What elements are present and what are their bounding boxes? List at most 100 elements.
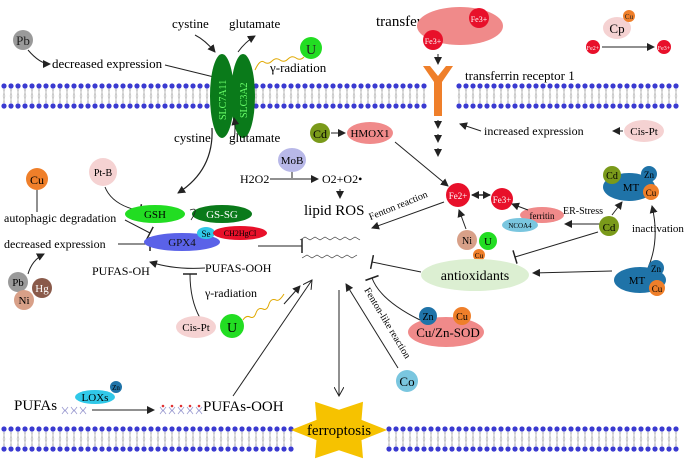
lipid-head <box>484 83 490 89</box>
lipid-head <box>274 426 280 432</box>
lipid-tail <box>646 88 650 97</box>
lipid-head <box>547 426 553 432</box>
lipid-tail <box>541 88 545 97</box>
lipid-tail <box>576 438 580 447</box>
lipid-tail <box>457 95 461 104</box>
cu-mt-top-label: Cu <box>646 188 657 198</box>
lipid-head <box>463 446 469 452</box>
lipid-tail <box>156 438 160 447</box>
lipid-tail <box>198 95 202 104</box>
lipid-tail <box>387 95 391 104</box>
co-node <box>396 370 418 392</box>
lipid-head <box>491 83 497 89</box>
fe3-transferrin-b-label: Fe3+ <box>425 37 442 46</box>
lipid-head <box>330 83 336 89</box>
lipid-tail <box>471 95 475 104</box>
lipid-tail <box>415 438 419 447</box>
ferroptosis-star <box>291 401 387 459</box>
lipid-tail <box>478 438 482 447</box>
lipid-tail <box>548 438 552 447</box>
lipid-tail <box>163 95 167 104</box>
pufas-ooh-mid-label: PUFAS-OOH <box>205 261 272 275</box>
lipid-head <box>617 103 623 109</box>
lipid-tail <box>457 431 461 440</box>
lipid-tail <box>639 431 643 440</box>
lipid-head <box>64 103 70 109</box>
cp-protein <box>603 17 631 39</box>
lipid-head <box>337 103 343 109</box>
lipid-tail <box>16 95 20 104</box>
lipid-tail <box>625 88 629 97</box>
lipid-head <box>421 83 427 89</box>
lipid-tail <box>2 431 6 440</box>
lipid-tail <box>506 438 510 447</box>
pb-left-node <box>8 272 28 292</box>
lipid-tail <box>506 88 510 97</box>
lipid-head <box>64 83 70 89</box>
lipid-tail <box>191 88 195 97</box>
lipid-tail <box>100 431 104 440</box>
lipid-tail <box>352 88 356 97</box>
pb-to-decreased-arrow <box>27 49 51 68</box>
lipid-head <box>533 446 539 452</box>
lipid-tail <box>44 95 48 104</box>
lipid-head <box>589 103 595 109</box>
lipid-tail <box>128 431 132 440</box>
lipid-tail <box>156 95 160 104</box>
lipid-head <box>148 446 154 452</box>
lipid-tail <box>254 431 258 440</box>
lipid-head <box>519 83 525 89</box>
slc7a11-transporter <box>210 54 234 138</box>
lipid-tail <box>625 431 629 440</box>
lipid-head <box>274 103 280 109</box>
hmox1-to-fe2-arrow <box>394 141 449 187</box>
lipid-head <box>456 83 462 89</box>
lipid-head <box>288 83 294 89</box>
lipid-tail <box>114 95 118 104</box>
zn-loxs-node <box>110 381 122 393</box>
lipid-head <box>435 446 441 452</box>
lipid-head <box>176 426 182 432</box>
lipid-structure-1 <box>299 236 361 241</box>
pt-b-node <box>89 158 117 186</box>
cp-cu-node <box>623 10 635 22</box>
lipid-tail <box>282 431 286 440</box>
lipid-head <box>8 446 14 452</box>
lipid-head <box>659 446 665 452</box>
lipid-tail <box>562 88 566 97</box>
lipid-tail <box>142 431 146 440</box>
lipid-head <box>295 83 301 89</box>
fenton-reaction-label: Fenton reaction <box>367 189 429 223</box>
lipid-head <box>603 83 609 89</box>
antioxidants-inhibit-ros <box>369 254 422 273</box>
loxs-label: LOXs <box>82 392 109 404</box>
lipid-head <box>57 446 63 452</box>
lipid-head <box>456 446 462 452</box>
gsh-cycle-arrow <box>189 208 196 221</box>
lipid-head <box>246 426 252 432</box>
lipid-tail <box>366 95 370 104</box>
lipid-tail <box>646 431 650 440</box>
lipid-head <box>36 83 42 89</box>
lipid-tail <box>184 88 188 97</box>
lipid-tail <box>632 438 636 447</box>
lipid-tail <box>639 438 643 447</box>
lipid-head <box>204 103 210 109</box>
zn-sod-label: Zn <box>422 312 433 323</box>
lipid-tail <box>380 88 384 97</box>
lipid-head <box>127 446 133 452</box>
lipid-head <box>155 426 161 432</box>
glutamate-up-arrow <box>231 117 240 141</box>
pt-b-label: Pt-B <box>94 168 113 179</box>
lipid-tail <box>555 95 559 104</box>
gamma-mid-to-ros-arrow <box>283 285 301 305</box>
lipid-head <box>141 83 147 89</box>
bottom-membrane <box>1 426 679 452</box>
pufas-bottom-label: PUFAs <box>14 398 57 414</box>
lipid-head <box>400 103 406 109</box>
lipid-head <box>645 426 651 432</box>
lipid-head <box>113 103 119 109</box>
lipid-head <box>568 446 574 452</box>
u-center-label: U <box>484 236 492 248</box>
cis-pt-left-inhibit <box>182 273 201 319</box>
